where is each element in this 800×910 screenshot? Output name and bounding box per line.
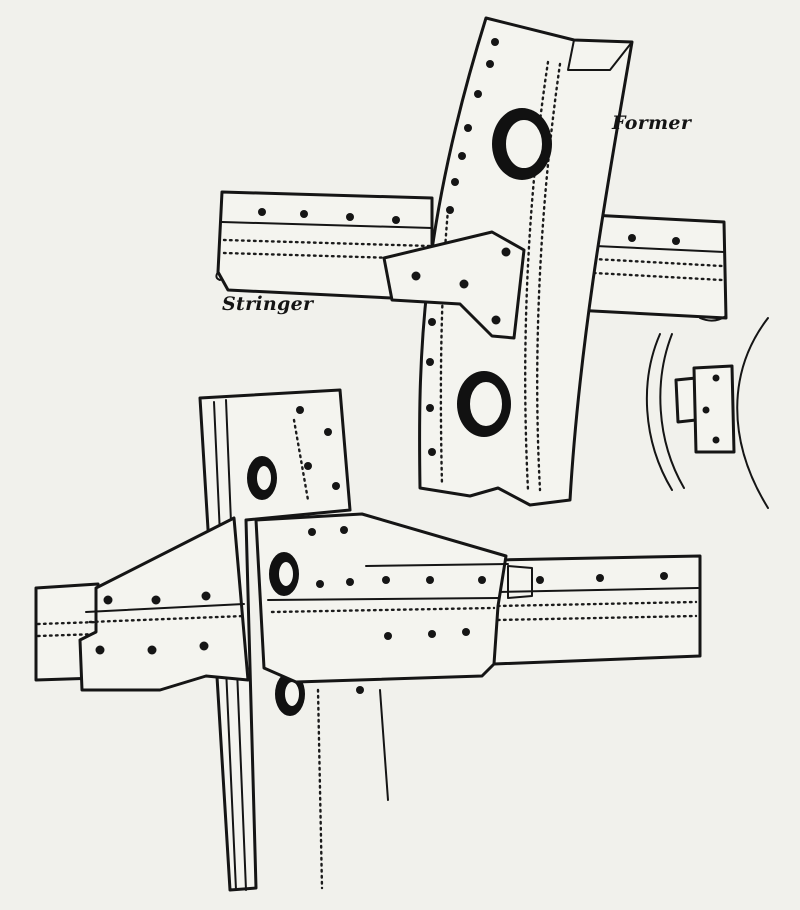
lower-main-bracket bbox=[254, 512, 533, 694]
upper-stringer-rivets bbox=[258, 208, 680, 245]
upper-stringer bbox=[215, 190, 728, 322]
upper-former bbox=[418, 16, 634, 507]
stringer-label: Stringer bbox=[222, 293, 314, 315]
side-section-detail bbox=[645, 317, 769, 509]
lower-vertical-frame bbox=[198, 388, 389, 892]
lower-left-gusset bbox=[78, 516, 250, 692]
upper-gusset-bracket bbox=[382, 230, 526, 340]
upper-former-rivets bbox=[426, 38, 499, 456]
former-label: Former bbox=[612, 112, 692, 134]
